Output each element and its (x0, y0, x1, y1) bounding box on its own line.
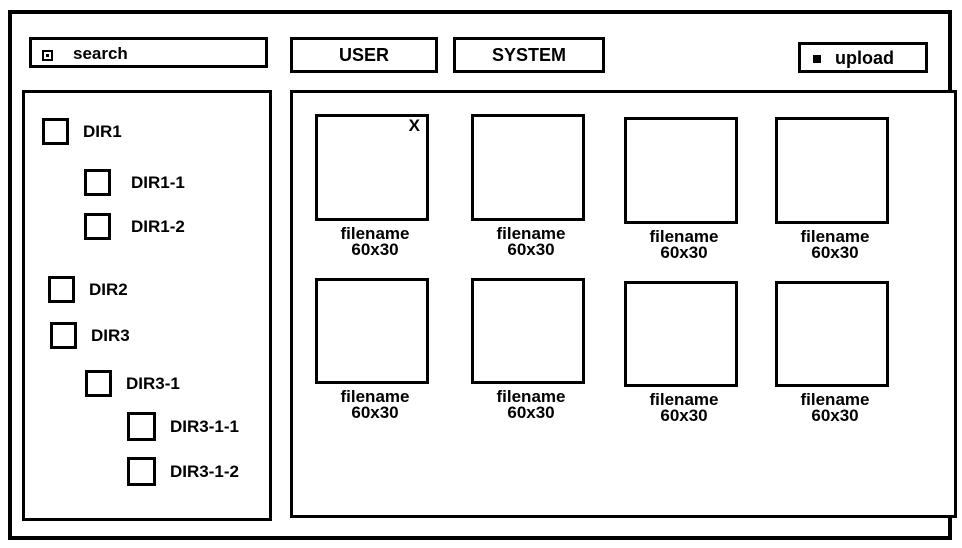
tree-item-dir3-1-2[interactable]: DIR3-1-2 (127, 457, 239, 486)
file-size: 60x30 (811, 406, 859, 425)
tree-item-dir1[interactable]: DIR1 (42, 118, 122, 145)
file-thumbnail[interactable] (624, 281, 738, 387)
file-caption: filename 60x30 (461, 224, 601, 259)
file-size: 60x30 (811, 243, 859, 262)
directory-tree: DIR1 DIR1-1 DIR1-2 DIR2 DIR3 DIR3-1 DIR3… (22, 90, 272, 521)
upload-button[interactable]: upload (798, 42, 928, 73)
folder-checkbox[interactable] (50, 322, 77, 349)
folder-checkbox[interactable] (127, 412, 156, 441)
file-name: filename (496, 224, 566, 243)
file-size: 60x30 (507, 403, 555, 422)
file-caption: filename 60x30 (614, 390, 754, 425)
file-caption: filename 60x30 (461, 387, 601, 422)
file-caption: filename 60x30 (765, 390, 905, 425)
tree-item-dir3[interactable]: DIR3 (50, 322, 130, 349)
file-caption: filename 60x30 (765, 227, 905, 262)
file-thumbnail[interactable] (315, 278, 429, 384)
tree-item-dir1-2[interactable]: DIR1-2 (84, 213, 185, 240)
file-name: filename (340, 387, 410, 406)
tab-system[interactable]: SYSTEM (453, 37, 605, 73)
tree-item-dir1-1[interactable]: DIR1-1 (84, 169, 185, 196)
file-grid (290, 90, 957, 518)
tree-item-label: DIR3 (91, 325, 130, 345)
file-size: 60x30 (351, 240, 399, 259)
file-thumbnail[interactable] (775, 281, 889, 387)
file-thumbnail[interactable] (471, 278, 585, 384)
search-icon (42, 50, 53, 61)
tree-item-label: DIR3-1-1 (170, 416, 239, 436)
tree-item-label: DIR2 (89, 279, 128, 299)
file-thumbnail[interactable] (624, 117, 738, 224)
file-name: filename (496, 387, 566, 406)
folder-checkbox[interactable] (85, 370, 112, 397)
file-thumbnail[interactable] (775, 117, 889, 224)
file-thumbnail[interactable]: X (315, 114, 429, 221)
file-name: filename (340, 224, 410, 243)
file-size: 60x30 (351, 403, 399, 422)
tree-item-label: DIR1-2 (131, 216, 185, 236)
search-input[interactable]: search (29, 37, 268, 68)
folder-checkbox[interactable] (127, 457, 156, 486)
file-caption: filename 60x30 (614, 227, 754, 262)
folder-checkbox[interactable] (42, 118, 69, 145)
tree-item-dir3-1[interactable]: DIR3-1 (85, 370, 180, 397)
file-name: filename (649, 390, 719, 409)
file-name: filename (800, 227, 870, 246)
file-size: 60x30 (660, 406, 708, 425)
file-name: filename (800, 390, 870, 409)
tab-user-label: USER (338, 44, 389, 65)
tree-item-dir2[interactable]: DIR2 (48, 276, 128, 303)
folder-checkbox[interactable] (84, 169, 111, 196)
tab-system-label: SYSTEM (491, 44, 566, 65)
close-icon[interactable]: X (408, 116, 420, 135)
tree-item-dir3-1-1[interactable]: DIR3-1-1 (127, 412, 239, 441)
upload-label: upload (835, 48, 894, 68)
file-caption: filename 60x30 (305, 224, 445, 259)
tree-item-label: DIR3-1-2 (170, 461, 239, 481)
file-caption: filename 60x30 (305, 387, 445, 422)
tree-item-label: DIR1-1 (131, 172, 185, 192)
file-name: filename (649, 227, 719, 246)
folder-checkbox[interactable] (84, 213, 111, 240)
file-size: 60x30 (660, 243, 708, 262)
folder-checkbox[interactable] (48, 276, 75, 303)
tree-item-label: DIR3-1 (126, 373, 180, 393)
tab-user[interactable]: USER (290, 37, 438, 73)
upload-icon (813, 55, 821, 63)
file-thumbnail[interactable] (471, 114, 585, 221)
search-placeholder: search (73, 44, 128, 63)
file-size: 60x30 (507, 240, 555, 259)
tree-item-label: DIR1 (83, 121, 122, 141)
